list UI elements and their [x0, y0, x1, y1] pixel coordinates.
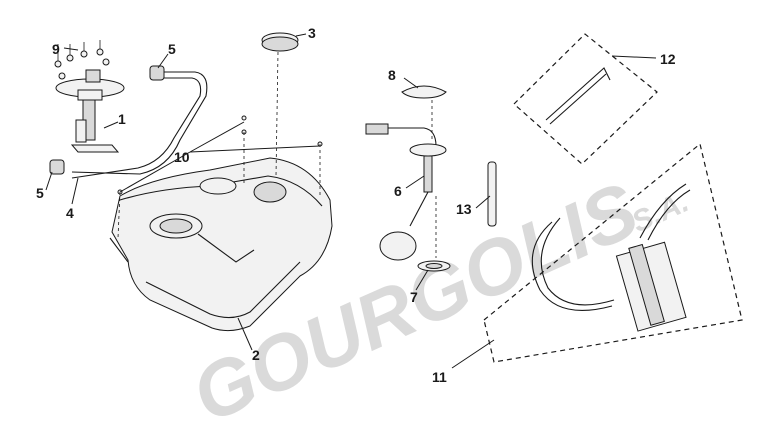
callout-8: 8	[388, 67, 396, 83]
fuel-level-sensor	[365, 85, 451, 272]
callout-10: 10	[174, 149, 190, 165]
callout-3: 3	[308, 25, 316, 41]
callout-13: 13	[456, 201, 472, 217]
callout-6: 6	[394, 183, 402, 199]
mounting-bolts	[117, 115, 323, 239]
callout-12: 12	[660, 51, 676, 67]
callout-5-lower: 5	[36, 185, 44, 201]
leader-lines	[45, 33, 657, 369]
evap-canister-assembly	[483, 142, 743, 363]
fuel-hose	[49, 65, 208, 179]
callout-1: 1	[118, 111, 126, 127]
callout-labels: 1 2 3 4 5 5 6 7 8 9 10 11 12 13	[36, 25, 676, 385]
watermark-suffix: S.A.	[627, 185, 694, 239]
callout-7: 7	[410, 289, 418, 305]
fuel-pump-assembly	[54, 40, 125, 153]
callout-4: 4	[66, 205, 74, 221]
fuel-cap	[261, 32, 299, 177]
hose-clamp-upper	[149, 65, 165, 81]
callout-9: 9	[52, 41, 60, 57]
fuel-tank	[109, 157, 333, 332]
hose-kit	[513, 33, 658, 165]
hose-clamp-lower	[49, 159, 65, 175]
callout-5-upper: 5	[168, 41, 176, 57]
breather-tube	[487, 161, 497, 227]
callout-11: 11	[432, 369, 447, 385]
callout-2: 2	[252, 347, 260, 363]
